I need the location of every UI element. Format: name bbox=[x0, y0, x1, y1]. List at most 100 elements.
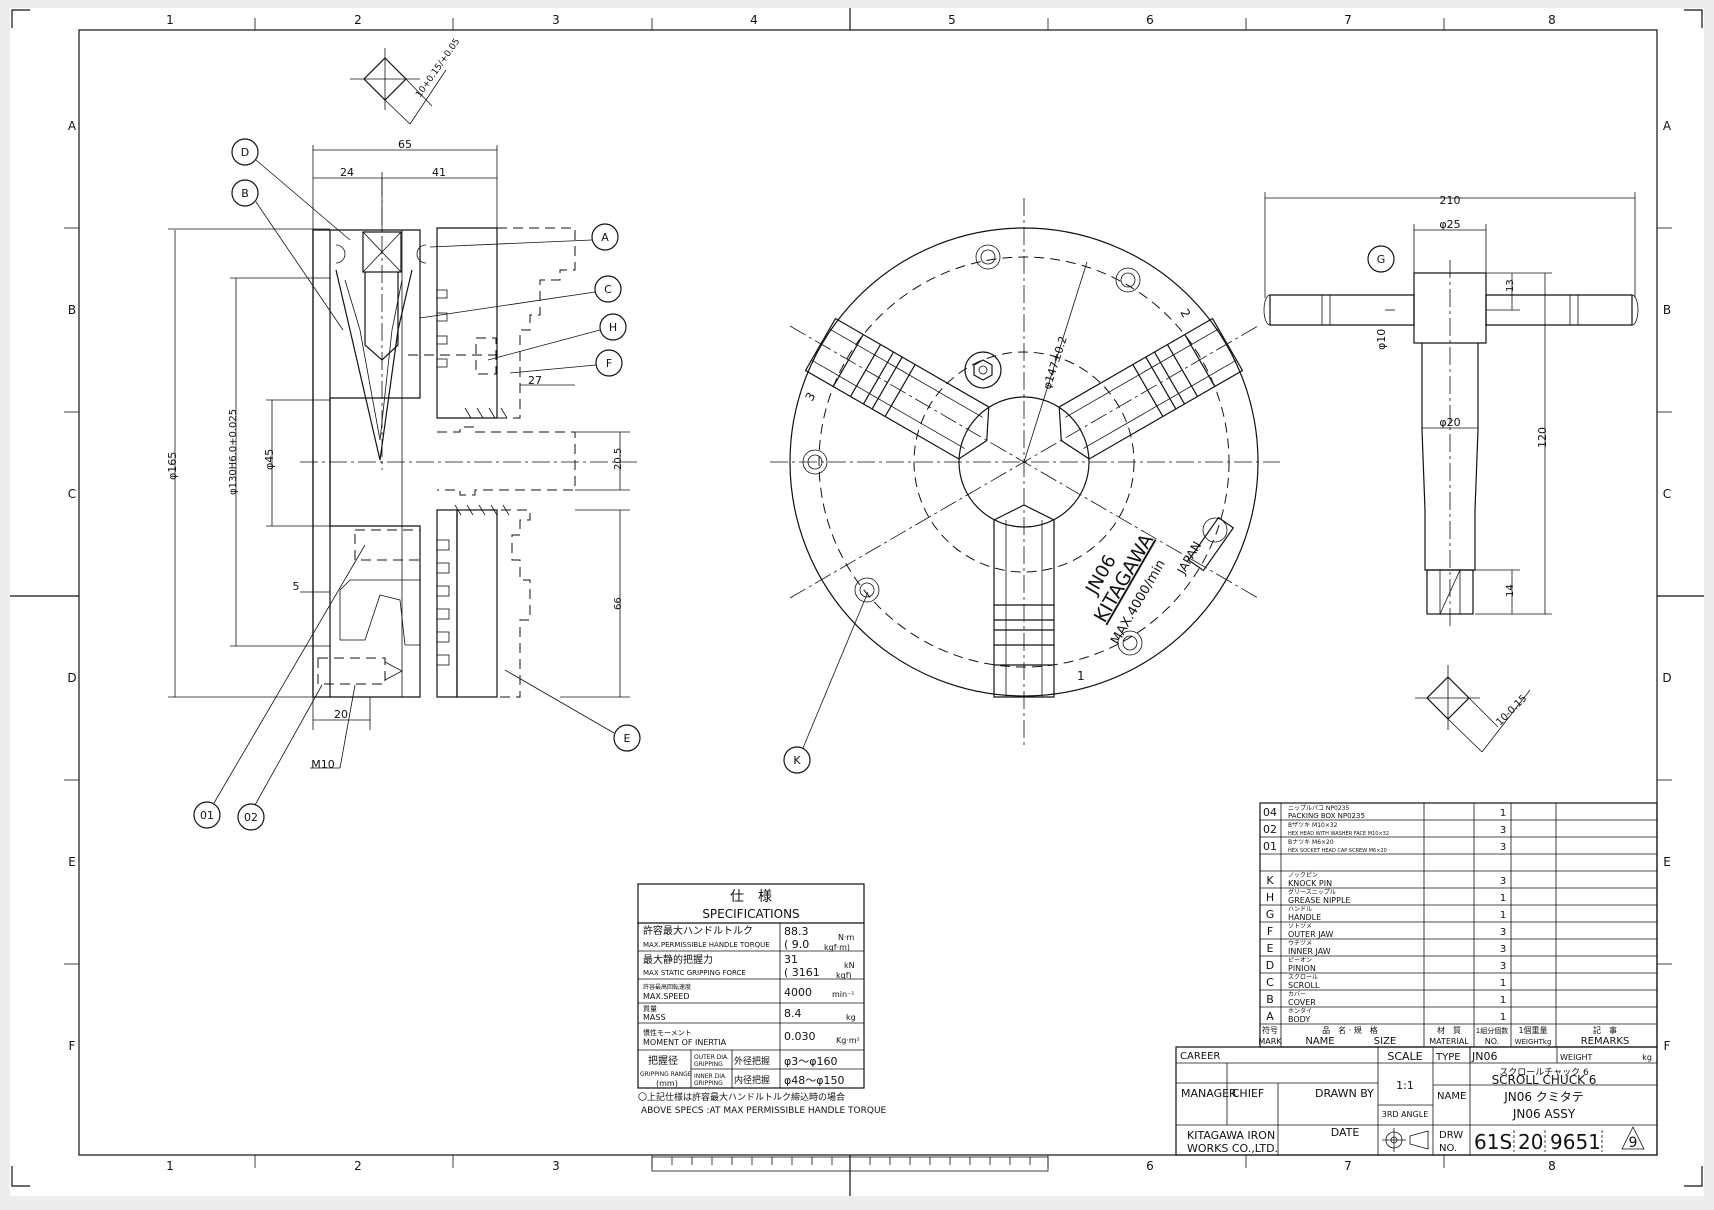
tb-angle: 3RD ANGLE bbox=[1382, 1110, 1429, 1119]
spec-inertia-en: MOMENT OF INERTIA bbox=[643, 1038, 727, 1047]
tb-scale: SCALE bbox=[1387, 1050, 1422, 1063]
spec-title-en: SPECIFICATIONS bbox=[702, 907, 799, 921]
part-name-en: KNOCK PIN bbox=[1288, 879, 1332, 888]
balloon-f: F bbox=[606, 357, 612, 370]
tb-name-en1: SCROLL CHUCK 6 bbox=[1492, 1073, 1597, 1087]
dim-120: 120 bbox=[1536, 427, 1549, 448]
dim-d165: φ165 bbox=[166, 452, 179, 480]
part-qty: 1 bbox=[1500, 978, 1506, 989]
col-label-top: 8 bbox=[1548, 13, 1556, 27]
spec-range-en: GRIPPING RANGE bbox=[640, 1071, 692, 1078]
part-mark: D bbox=[1266, 959, 1274, 972]
spec-inertia-jp: 慣性モーメント bbox=[643, 1028, 692, 1037]
tb-name-jp2: JN06 クミタテ bbox=[1503, 1090, 1584, 1104]
spec-title-jp: 仕 様 bbox=[730, 889, 772, 905]
part-qty: 3 bbox=[1500, 876, 1506, 887]
specifications-table: 仕 様 SPECIFICATIONS 許容最大ハンドルトルク MAX.PERMI… bbox=[637, 883, 887, 1116]
section-view: 10+0.15/+0.05 65 24 41 φ165 φ130H6.0+0.0… bbox=[166, 37, 641, 831]
part-name-jp: ニップルパコ NP0235 bbox=[1288, 805, 1349, 812]
part-name-en: OUTER JAW bbox=[1288, 930, 1333, 939]
part-mark: F bbox=[1267, 925, 1273, 938]
row-label-left: C bbox=[68, 487, 76, 501]
dim-65: 65 bbox=[398, 138, 412, 151]
part-qty: 3 bbox=[1500, 961, 1506, 972]
part-mark: H bbox=[1266, 891, 1274, 904]
row-label-right: F bbox=[1664, 1039, 1671, 1053]
balloon-e: E bbox=[624, 732, 631, 745]
hdr-wt-en: WEIGHTkg bbox=[1515, 1038, 1552, 1046]
dim-20-5: 20.5 bbox=[613, 448, 624, 470]
tb-scale-val: 1:1 bbox=[1396, 1079, 1414, 1092]
hdr-no-en: NO. bbox=[1485, 1037, 1500, 1046]
dim-27: 27 bbox=[528, 374, 542, 387]
part-qty: 1 bbox=[1500, 910, 1506, 921]
col-label-bottom: 2 bbox=[354, 1159, 362, 1173]
spec-range-unit: (mm) bbox=[656, 1079, 678, 1088]
spec-grip-en: MAX STATIC GRIPPING FORCE bbox=[643, 969, 746, 977]
balloon-01: 01 bbox=[200, 809, 214, 822]
part-name-jp: ピーオン bbox=[1288, 957, 1312, 964]
tb-date: DATE bbox=[1331, 1126, 1360, 1139]
part-mark: C bbox=[1266, 976, 1274, 989]
hdr-no-jp: 1組分個数 bbox=[1476, 1026, 1508, 1035]
balloon-d: D bbox=[241, 146, 249, 159]
balloon-b: B bbox=[241, 187, 249, 200]
spec-note-en: ABOVE SPECS :AT MAX PERMISSIBLE HANDLE T… bbox=[641, 1106, 887, 1116]
part-name-jp: Bザツキ M10×32 bbox=[1288, 822, 1338, 829]
part-name-en: PACKING BOX NP0235 bbox=[1288, 812, 1365, 820]
part-name-en: INNER JAW bbox=[1288, 947, 1331, 956]
part-name-jp: ハンドル bbox=[1288, 906, 1312, 913]
dim-41: 41 bbox=[432, 166, 446, 179]
jaw-bottom bbox=[993, 504, 1055, 698]
tb-drw-d: 9 bbox=[1629, 1135, 1638, 1151]
hdr-rem-en: REMARKS bbox=[1581, 1036, 1630, 1047]
part-name-en: PINION bbox=[1288, 964, 1316, 973]
tb-name: NAME bbox=[1437, 1091, 1466, 1102]
tb-company1: KITAGAWA IRON bbox=[1187, 1129, 1275, 1142]
row-label-left: D bbox=[67, 671, 76, 685]
spec-grip-v1: 31 bbox=[784, 953, 798, 966]
part-qty: 1 bbox=[1500, 808, 1506, 819]
row-label-right: B bbox=[1663, 303, 1671, 317]
spec-mass-en: MASS bbox=[643, 1013, 666, 1022]
spec-torque-v1: 88.3 bbox=[784, 925, 809, 938]
row-label-right: E bbox=[1663, 855, 1671, 869]
spec-outer-label2: GRIPPING bbox=[694, 1061, 723, 1068]
part-qty: 1 bbox=[1500, 995, 1506, 1006]
spec-torque-jp: 許容最大ハンドルトルク bbox=[643, 924, 753, 937]
tb-career: CAREER bbox=[1180, 1051, 1220, 1062]
part-name-jp: ホンタイ bbox=[1288, 1007, 1312, 1015]
spec-inner-label2: GRIPPING bbox=[694, 1080, 723, 1087]
part-name-jp: スクロール bbox=[1288, 974, 1318, 981]
part-qty: 3 bbox=[1500, 944, 1506, 955]
spec-outer-val: φ3〜φ160 bbox=[784, 1055, 838, 1068]
hdr-name-en: NAME bbox=[1305, 1036, 1334, 1047]
balloon-02: 02 bbox=[244, 811, 258, 824]
tb-drw-b: 20 bbox=[1518, 1130, 1543, 1154]
balloon-a: A bbox=[601, 231, 609, 244]
balloon-k: K bbox=[793, 754, 801, 767]
spec-torque-v2: ( 9.0 bbox=[784, 938, 809, 951]
row-label-left: B bbox=[68, 303, 76, 317]
row-label-right: A bbox=[1663, 119, 1672, 133]
col-label-top: 2 bbox=[354, 13, 362, 27]
part-name-en: SCROLL bbox=[1288, 981, 1320, 990]
balloon-g: G bbox=[1377, 253, 1386, 266]
part-name-jp: ノックピン bbox=[1288, 872, 1318, 879]
col-label-top: 4 bbox=[750, 13, 758, 27]
spec-torque-u2: kgf·m) bbox=[824, 943, 850, 952]
spec-inner-jp: 内径把握 bbox=[734, 1074, 770, 1086]
part-name-jp: グリースニップル bbox=[1288, 888, 1336, 896]
tb-drw-a: 61S bbox=[1474, 1130, 1512, 1154]
spec-torque-en: MAX.PERMISSIBLE HANDLE TORQUE bbox=[643, 941, 770, 949]
spec-inertia-u1: Kg·m² bbox=[836, 1036, 860, 1045]
dim-5: 5 bbox=[293, 580, 300, 593]
parts-list: 04 ニップルパコ NP0235 PACKING BOX NP0235 1 02… bbox=[1258, 802, 1658, 1048]
row-label-right: C bbox=[1663, 487, 1671, 501]
part-name-en: HEX HEAD WITH WASHER FACE M10×32 bbox=[1288, 831, 1389, 837]
spec-speed-en: MAX.SPEED bbox=[643, 992, 690, 1001]
pinion-socket bbox=[964, 351, 1002, 389]
balloon-h: H bbox=[609, 321, 617, 334]
col-label-bottom: 8 bbox=[1548, 1159, 1556, 1173]
spec-grip-u1: kN bbox=[844, 961, 855, 970]
